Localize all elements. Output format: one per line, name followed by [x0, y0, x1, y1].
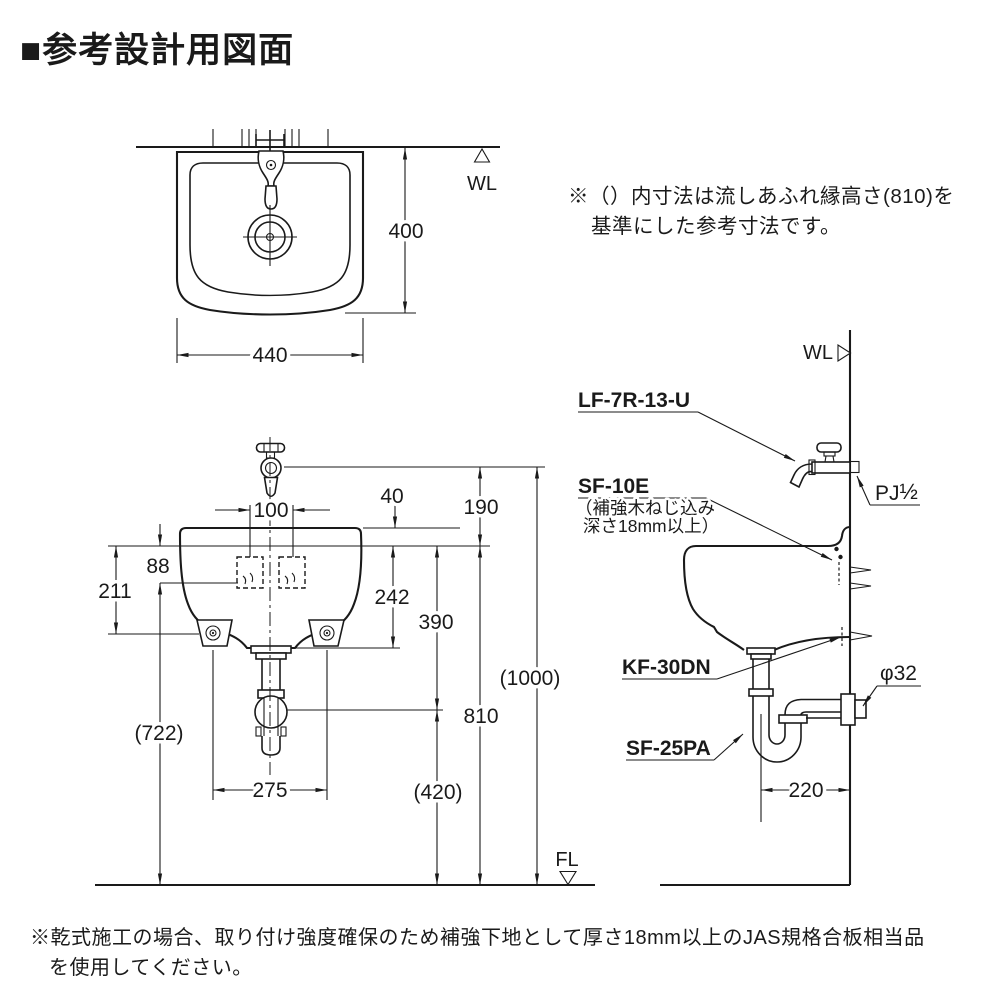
side-elevation: WL [573, 330, 921, 887]
side-label-trap: SF-25PA [624, 733, 744, 763]
installation-note-line2: を使用してください。 [49, 957, 253, 979]
page-title: ■参考設計用図面 [20, 31, 295, 70]
front-dim-trap-height-label: (420) [413, 781, 462, 804]
plan-wall-level-marker: WL [467, 147, 497, 195]
plan-dim-width-label: 440 [252, 344, 287, 367]
reference-note-line1: ※（）内寸法は流しあふれ縁高さ(810)を [568, 185, 955, 208]
plan-faucet [255, 130, 285, 210]
front-dim-rim-to-trap: 390 [415, 546, 457, 710]
trap-model-label: SF-25PA [626, 737, 711, 760]
front-dim-rim-to-trap-label: 390 [418, 611, 453, 634]
front-dim-top-to-rim-label: 40 [380, 485, 403, 508]
front-dim-spout-to-rim: 190 [460, 467, 502, 546]
side-label-joint: PJ½ [856, 475, 920, 506]
plan-wall-ticks [212, 129, 329, 147]
front-elevation: 100 40 242 190 810 (1000) [95, 437, 595, 887]
side-label-faucet: LF-7R-13-U [576, 387, 796, 462]
front-dim-rim-to-screw-label: 88 [146, 555, 169, 578]
front-dim-trap-height: (420) [410, 710, 466, 885]
outlet-dia-label: φ32 [880, 662, 917, 685]
front-drain-trap [250, 645, 292, 756]
pipe-joint-size: ½ [900, 479, 918, 504]
floor-level-label: FL [555, 849, 578, 871]
front-dim-rim-to-flange: 242 [371, 546, 413, 648]
front-dim-rim-to-flange-label: 242 [374, 586, 409, 609]
plan-dim-depth-label: 400 [388, 220, 423, 243]
plan-sink-inner-rim [189, 162, 351, 297]
front-dim-rim-to-screw: 88 (722) [131, 524, 187, 885]
front-mount-hole-left [236, 556, 264, 589]
front-left-bracket [195, 619, 233, 647]
front-dim-bolt-pitch: 275 [212, 650, 328, 806]
plan-dim-width: 440 [176, 318, 364, 371]
side-label-hanger: SF-10E （補強木ねじ込み 深さ18mm以上） [573, 473, 833, 561]
plan-sink-outer [175, 150, 365, 316]
front-dim-bolt-pitch-label: 275 [252, 779, 287, 802]
front-dim-rim-height: 810 [460, 546, 502, 885]
installation-note-line1: ※乾式施工の場合、取り付け強度確保のため補強下地として厚さ18mm以上のJAS規… [30, 927, 925, 949]
front-dim-hole-pitch: 100 [215, 496, 330, 526]
side-label-drain: KF-30DN [620, 636, 842, 682]
drain-model-label: KF-30DN [622, 656, 711, 679]
faucet-model-label: LF-7R-13-U [578, 389, 690, 412]
front-dim-spout-height-label: (1000) [500, 667, 561, 690]
plan-dim-depth: 400 [345, 148, 427, 314]
front-dim-rim-height-label: 810 [463, 705, 498, 728]
hanger-model-label: SF-10E [578, 475, 649, 498]
front-dim-top-to-rim: 40 [377, 482, 407, 528]
side-wall-level-marker: WL [803, 342, 852, 364]
floor-level-marker: FL [555, 849, 579, 886]
side-drain-trap [746, 647, 867, 763]
plan-view: 440 400 WL [136, 129, 500, 371]
front-right-bracket [308, 619, 346, 647]
front-mount-hole-right [278, 556, 306, 589]
front-dim-hole-pitch-label: 100 [253, 499, 288, 522]
front-dim-rim-to-bracket-label: 211 [98, 580, 131, 603]
front-dim-rim-to-bracket: 211 [95, 546, 135, 634]
front-dim-spout-height: (1000) [496, 467, 564, 885]
side-faucet [789, 442, 860, 489]
side-wall-screws [834, 546, 873, 646]
plan-wall-level-label: WL [467, 173, 497, 195]
hanger-note-line2: 深さ18mm以上） [583, 516, 719, 536]
side-dim-trap-offset-label: 220 [788, 779, 823, 802]
side-dim-trap-offset: 220 [760, 714, 850, 822]
front-dim-screw-to-floor-label: (722) [134, 722, 183, 745]
side-sink-profile [682, 525, 851, 651]
front-dim-spout-to-rim-label: 190 [463, 496, 498, 519]
pipe-joint-label: PJ½ [875, 479, 918, 505]
hanger-note-line1: （補強木ねじ込み [575, 498, 715, 518]
reference-note-line2: 基準にした参考寸法です。 [591, 215, 841, 238]
side-wall-level-label: WL [803, 342, 833, 364]
plan-drain [243, 205, 297, 266]
side-label-outlet-dia: φ32 [862, 662, 921, 707]
pipe-joint-text: PJ [875, 482, 900, 505]
